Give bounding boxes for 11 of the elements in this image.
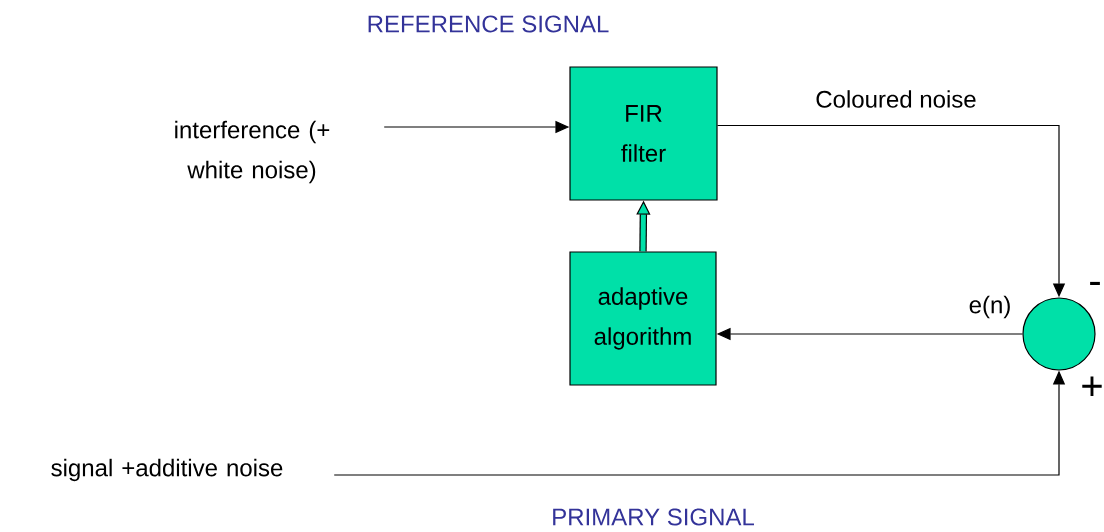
summing-circle <box>1022 297 1096 371</box>
process-box: adaptive algorithm <box>569 251 717 386</box>
edge-label: e(n) <box>967 294 1013 320</box>
edge-label: Coloured noise <box>814 89 978 109</box>
signal-label: PRIMARY SIGNAL <box>553 508 754 526</box>
process-box: FIR filter <box>569 66 718 201</box>
input-label: signal +additive noise <box>51 458 283 482</box>
sign-label: - <box>1090 281 1100 285</box>
signal-label: REFERENCE SIGNAL <box>368 15 609 33</box>
sign-label: + <box>1082 376 1102 396</box>
input-label: interference (+ white noise) <box>175 120 330 184</box>
